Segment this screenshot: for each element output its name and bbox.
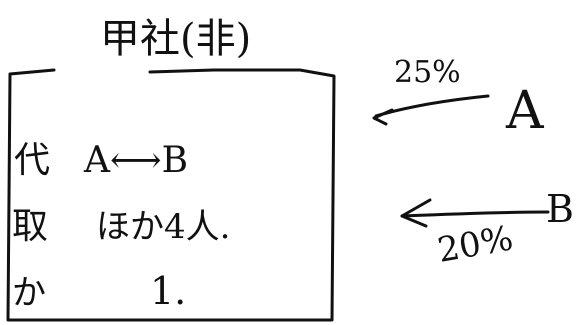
arrow-b-percent: 20% — [435, 218, 516, 271]
row-label-1: 代 — [14, 140, 50, 181]
arrow-b-head — [400, 198, 432, 228]
arrow-a-head — [372, 108, 394, 126]
arrow-a-shaft — [374, 94, 490, 118]
arrow-b-shaft — [400, 210, 550, 218]
row-text-1: A⟷B — [83, 140, 188, 181]
company-title: 甲社(非) — [100, 16, 251, 62]
row-label-2: 取 — [12, 206, 48, 247]
row-text-3: 1. — [150, 269, 186, 313]
company-box — [6, 68, 336, 322]
arrow-a-percent: 25% — [394, 55, 461, 90]
row-text-2: ほか4人. — [96, 207, 230, 247]
row-label-3: か — [12, 273, 46, 313]
arrow-a-target: A — [505, 81, 545, 141]
arrow-b-target: B — [546, 187, 574, 231]
